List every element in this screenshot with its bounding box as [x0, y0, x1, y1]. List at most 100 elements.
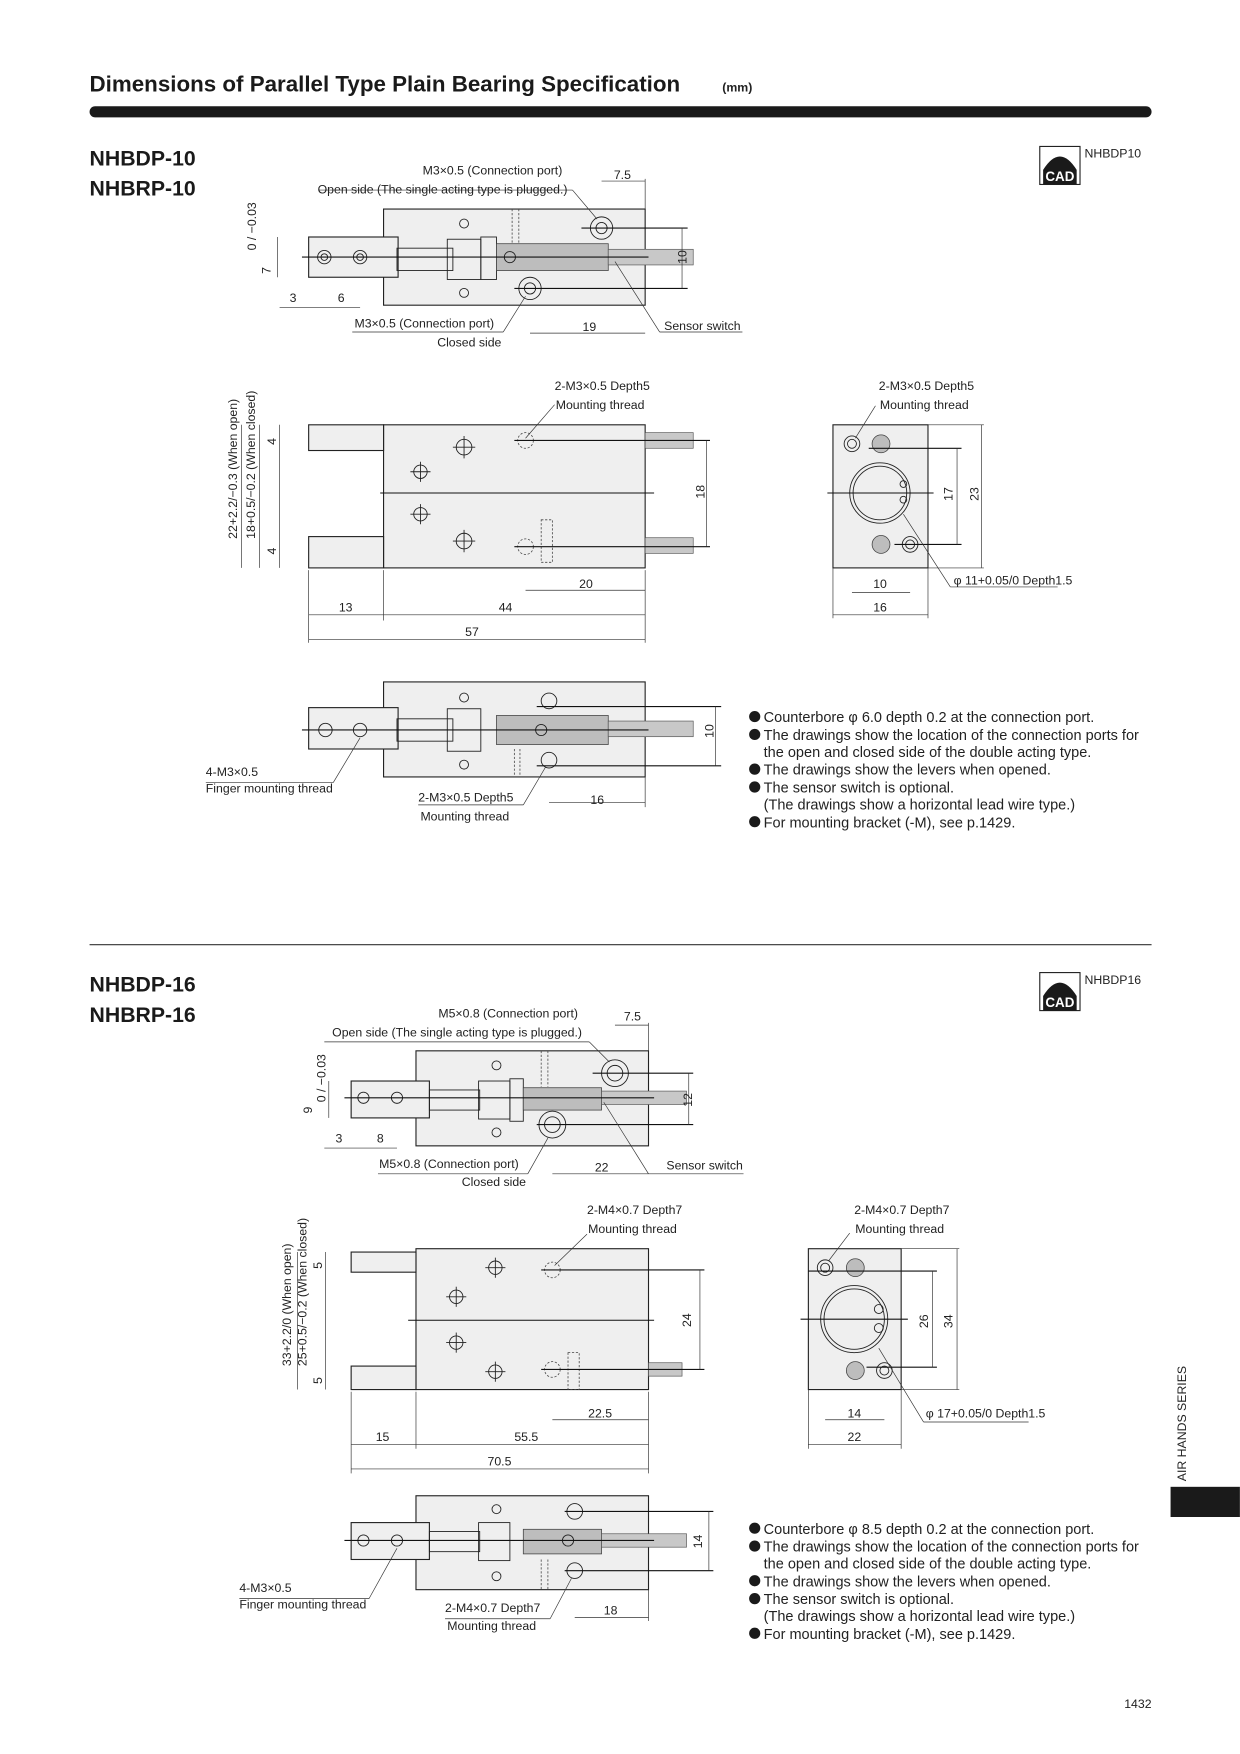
dim-label: 7.5 [624, 1010, 641, 1024]
port-open-note: Open side (The single acting type is plu… [332, 1025, 582, 1039]
dim-label: 4 [265, 547, 279, 554]
end-view-drawing [827, 405, 1058, 619]
model-name: NHBDP-10 [90, 146, 196, 170]
unit-label: (mm) [722, 81, 752, 95]
dim-label: 7 [260, 267, 274, 274]
svg-text:CAD: CAD [1045, 169, 1074, 184]
thread-label: 2-M4×0.7 Depth7 [854, 1203, 949, 1217]
finger-thread-label: 4-M3×0.5 [206, 765, 258, 779]
thread-note: Mounting thread [855, 1222, 944, 1236]
thread-note: Mounting thread [588, 1222, 677, 1236]
dim-label: 22 [847, 1430, 861, 1444]
dim-label: 19 [583, 320, 597, 334]
dim-closed-label: 18+0.5/−0.2 (When closed) [244, 391, 258, 539]
notes-list: Counterbore φ 8.5 depth 0.2 at the conne… [749, 1522, 1139, 1643]
cad-label: NHBDP16 [1084, 973, 1141, 987]
dim-label: 3 [290, 291, 297, 305]
thread-label: 2-M4×0.7 Depth7 [587, 1203, 682, 1217]
top-view-drawing [277, 178, 743, 334]
dim-label: 23 [967, 487, 981, 501]
svg-text:For mounting bracket (-M), see: For mounting bracket (-M), see p.1429. [764, 815, 1016, 831]
dim-label: 5 [311, 1377, 325, 1384]
dim-label: 16 [873, 600, 887, 614]
bottom-view-drawing [205, 681, 722, 808]
port-closed-note: Closed side [462, 1175, 526, 1189]
notes-list: Counterbore φ 6.0 depth 0.2 at the conne… [749, 710, 1139, 831]
dim-label: 10 [676, 250, 690, 264]
model-name: NHBDP-16 [90, 973, 196, 997]
section-nhbdp-10: NHBDP-10 NHBRP-10 CAD NHBDP10 [90, 145, 1141, 831]
dim-label: 5 [311, 1262, 325, 1269]
sensor-switch-label: Sensor switch [664, 319, 741, 333]
side-view-drawing [297, 1233, 705, 1474]
thread-label: 2-M3×0.5 Depth5 [879, 379, 974, 393]
dim-label: 55.5 [514, 1430, 538, 1444]
dim-label: 70.5 [488, 1455, 512, 1469]
svg-text:The drawings show the levers w: The drawings show the levers when opened… [764, 1574, 1051, 1590]
top-view-drawing [324, 1022, 744, 1175]
dim-label: 57 [465, 625, 479, 639]
thread-label: 2-M3×0.5 Depth5 [555, 379, 650, 393]
series-side-tab [1170, 1486, 1240, 1518]
dim-label: 18 [693, 485, 707, 499]
cad-download-icon[interactable]: CAD [1039, 145, 1081, 186]
dim-open-label: 33+2.2/0 (When open) [280, 1244, 294, 1367]
dim-label: 12 [681, 1093, 695, 1107]
thread-label: 2-M4×0.7 Depth7 [445, 1601, 540, 1615]
svg-text:The drawings show the levers w: The drawings show the levers when opened… [764, 763, 1051, 779]
svg-text:Counterbore φ 8.5 depth 0.2 at: Counterbore φ 8.5 depth 0.2 at the conne… [764, 1522, 1095, 1538]
thread-note: Mounting thread [420, 810, 509, 824]
dim-label: 34 [942, 1314, 956, 1328]
sensor-switch-label: Sensor switch [666, 1158, 743, 1172]
thread-note: Mounting thread [880, 398, 969, 412]
section-nhbdp-16: NHBDP-16 NHBRP-16 CAD NHBDP16 [90, 972, 1141, 1643]
svg-text:The sensor switch is optional.: The sensor switch is optional. [764, 1592, 954, 1608]
port-closed-label: M3×0.5 (Connection port) [354, 317, 494, 331]
dim-label: 15 [376, 1430, 390, 1444]
dim-label: 7.5 [614, 168, 631, 182]
dim-label: 14 [691, 1534, 705, 1548]
dim-tolerance: 0 / −0.03 [314, 1054, 328, 1102]
bottom-view-drawing [239, 1495, 714, 1621]
dim-label: 18 [604, 1603, 618, 1617]
svg-text:For mounting bracket (-M), see: For mounting bracket (-M), see p.1429. [764, 1627, 1016, 1643]
finger-thread-note: Finger mounting thread [206, 782, 333, 796]
port-closed-note: Closed side [437, 336, 501, 350]
dim-label: 44 [499, 600, 513, 614]
dim-label: 20 [579, 577, 593, 591]
series-side-label: AIR HANDS SERIES [1175, 1366, 1189, 1481]
dim-label: 13 [339, 600, 353, 614]
dim-label: 4 [265, 438, 279, 445]
svg-text:the open and closed side of th: the open and closed side of the double a… [764, 745, 1092, 761]
dim-label: 22.5 [588, 1407, 612, 1421]
thread-note: Mounting thread [556, 398, 645, 412]
dim-label: 24 [680, 1313, 694, 1327]
finger-thread-note: Finger mounting thread [239, 1598, 366, 1612]
dim-label: 17 [942, 487, 956, 501]
cad-label: NHBDP10 [1084, 147, 1141, 161]
dim-label: 22 [595, 1161, 609, 1175]
svg-text:The sensor switch is optional.: The sensor switch is optional. [764, 781, 954, 797]
dim-label: 26 [917, 1314, 931, 1328]
svg-text:(The drawings show a horizonta: (The drawings show a horizontal lead wir… [764, 1609, 1075, 1625]
cad-download-icon[interactable]: CAD [1039, 972, 1081, 1012]
svg-text:Counterbore φ 6.0 depth 0.2 at: Counterbore φ 6.0 depth 0.2 at the conne… [764, 710, 1095, 726]
model-name: NHBRP-10 [90, 177, 196, 201]
dim-label: 10 [702, 724, 716, 738]
dim-label: 8 [377, 1132, 384, 1146]
finger-thread-label: 4-M3×0.5 [239, 1581, 291, 1595]
svg-text:The drawings show the location: The drawings show the location of the co… [764, 728, 1139, 744]
bore-label: φ 17+0.05/0 Depth1.5 [926, 1407, 1046, 1421]
dim-label: 3 [335, 1132, 342, 1146]
bore-label: φ 11+0.05/0 Depth1.5 [954, 574, 1073, 588]
thread-note: Mounting thread [447, 1619, 536, 1633]
port-closed-label: M5×0.8 (Connection port) [379, 1157, 519, 1171]
svg-text:The drawings show the location: The drawings show the location of the co… [764, 1540, 1139, 1556]
dim-label: 16 [590, 793, 604, 807]
dim-label: 10 [873, 577, 887, 591]
dim-label: 6 [338, 291, 345, 305]
dim-closed-label: 25+0.5/−0.2 (When closed) [295, 1218, 309, 1366]
svg-text:CAD: CAD [1045, 995, 1074, 1010]
svg-text:(The drawings show a horizonta: (The drawings show a horizontal lead wir… [764, 797, 1075, 813]
